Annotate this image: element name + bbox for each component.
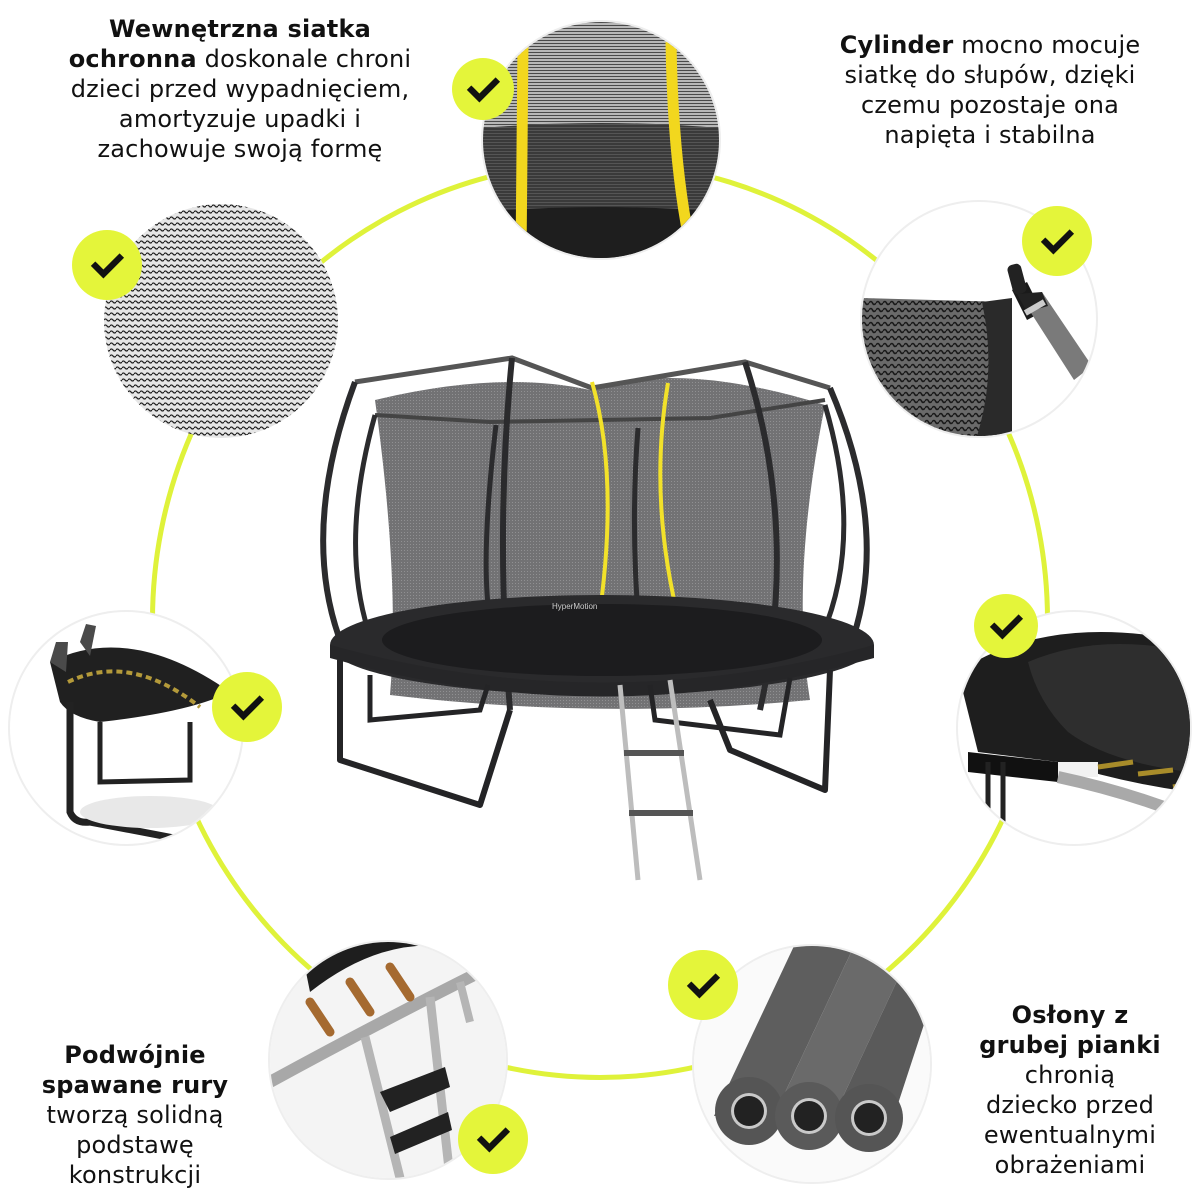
check-icon [466, 77, 501, 103]
net-texture-image [104, 204, 338, 438]
feature-desc: dzieci przed wypadnięciem, [70, 75, 410, 103]
feature-title: grubej pianki [979, 1031, 1161, 1059]
feature-desc: amortyzuje upadki i [118, 105, 362, 133]
feature-text-foam-covers: Osłony z grubej pianki chronią dziecko p… [960, 1000, 1180, 1180]
check-icon [90, 253, 125, 279]
feature-desc: obrażeniami [994, 1151, 1146, 1179]
feature-title: Wewnętrzna siatka [108, 15, 372, 43]
feature-desc: zachowuje swoją formę [97, 135, 383, 163]
check-badge [452, 58, 514, 120]
check-icon [1040, 229, 1075, 255]
check-badge [212, 672, 282, 742]
feature-desc: konstrukcji [68, 1161, 202, 1189]
feature-desc: podstawę [76, 1131, 194, 1159]
cylinder-image [862, 263, 1092, 436]
feature-title: Podwójnie [64, 1041, 206, 1069]
trampoline-frame-closeup [10, 612, 242, 844]
frame-image [50, 624, 230, 844]
check-badge [72, 230, 142, 300]
feature-desc: chronią [1024, 1061, 1116, 1089]
feature-title: Osłony z [1011, 1001, 1129, 1029]
brand-logo: HyperMotion [552, 602, 597, 611]
feature-desc: ewentualnymi [983, 1121, 1157, 1149]
feature-text-inner-net: Wewnętrzna siatka ochronna doskonale chr… [20, 14, 460, 164]
net-closeup-top [483, 22, 719, 258]
check-badge [974, 594, 1038, 658]
spring-pad-image [958, 632, 1190, 844]
feature-desc: dziecko przed [985, 1091, 1155, 1119]
feature-title: spawane rury [41, 1071, 229, 1099]
cylinder-pole-closeup [862, 202, 1096, 436]
feature-desc: tworzą solidną [46, 1101, 224, 1129]
trampoline-product-image: HyperMotion [320, 280, 880, 940]
feature-desc: doskonale chroni [196, 45, 412, 73]
feature-desc: czemu pozostaje ona [860, 91, 1120, 119]
feature-title: ochronna [68, 45, 197, 73]
feature-text-welded-tubes: Podwójnie spawane rury tworzą solidną po… [10, 1040, 260, 1190]
check-icon [686, 973, 721, 999]
net-texture-closeup [104, 204, 338, 438]
check-icon [989, 614, 1024, 640]
check-badge [458, 1104, 528, 1174]
check-badge [1022, 206, 1092, 276]
feature-desc: napięta i stabilna [884, 121, 1096, 149]
trampoline-illustration: HyperMotion [320, 355, 874, 881]
check-icon [230, 695, 265, 721]
feature-title: Cylinder [839, 31, 954, 59]
check-badge [668, 950, 738, 1020]
feature-desc: mocno mocuje [953, 31, 1141, 59]
feature-text-cylinder: Cylinder mocno mocuje siatkę do słupów, … [790, 30, 1190, 150]
net-closeup-image [483, 22, 719, 258]
spring-pad-closeup [958, 612, 1190, 844]
feature-desc: siatkę do słupów, dzięki [844, 61, 1136, 89]
check-icon [476, 1127, 511, 1153]
